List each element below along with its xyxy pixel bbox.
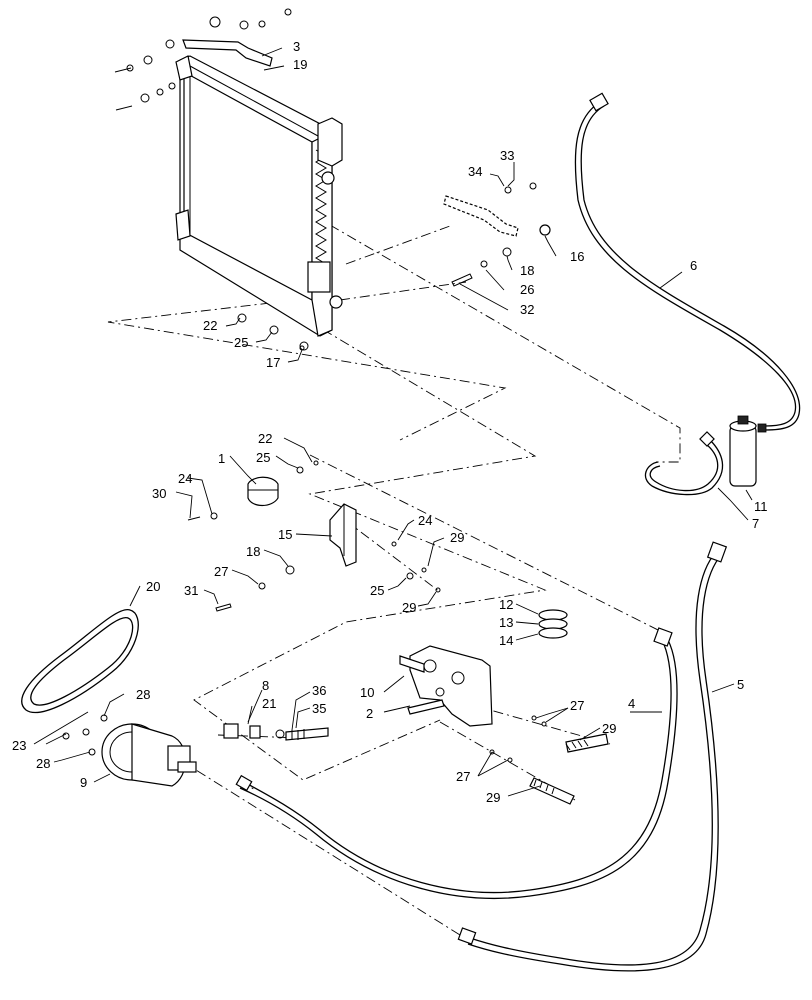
bolts[interactable] <box>223 723 609 805</box>
callout-6: 6 <box>690 258 697 273</box>
callout-1: 1 <box>218 451 225 466</box>
callout-22a: 22 <box>203 318 217 333</box>
callout-24a: 24 <box>178 471 192 486</box>
callout-7: 7 <box>752 516 759 531</box>
ac-compressor[interactable] <box>62 714 197 787</box>
callout-28b: 28 <box>36 756 50 771</box>
callout-10: 10 <box>360 685 374 700</box>
callout-35: 33 <box>500 148 514 163</box>
hose-6[interactable] <box>574 92 801 431</box>
hose-7[interactable] <box>644 431 724 496</box>
callout-21: 19 <box>293 57 307 72</box>
mounting-bracket-15[interactable] <box>215 503 441 612</box>
callout-27-lower: 27 <box>456 769 470 784</box>
callout-26a: 26 <box>520 282 534 297</box>
callout-32: 30 <box>152 486 166 501</box>
condenser-assembly[interactable] <box>175 55 343 337</box>
callout-15: 15 <box>278 527 292 542</box>
callout-18a: 18 <box>520 263 534 278</box>
callout-2: 2 <box>366 706 373 721</box>
alignment-lines <box>107 224 681 936</box>
drive-belt[interactable] <box>21 609 139 714</box>
callout-labels-extra: 29 27 29 <box>456 721 616 805</box>
callout-31: 29 <box>402 600 416 615</box>
hose-5[interactable] <box>457 541 728 972</box>
callout-16: 16 <box>570 249 584 264</box>
callout-18b: 18 <box>246 544 260 559</box>
callout-28a: 28 <box>136 687 150 702</box>
callout-13: 13 <box>499 615 513 630</box>
callout-17: 17 <box>266 355 280 370</box>
compressor-bracket[interactable] <box>399 645 547 763</box>
leader-lines <box>33 47 753 797</box>
callout-38: 36 <box>312 683 326 698</box>
callout-9: 9 <box>80 775 87 790</box>
callout-19: 20 <box>146 579 160 594</box>
clamp[interactable] <box>187 460 319 521</box>
receiver-dryer[interactable] <box>729 415 767 487</box>
callout-29-upper: 29 <box>602 721 616 736</box>
upper-right-bracket[interactable] <box>443 182 551 287</box>
callout-22b: 22 <box>258 431 272 446</box>
callout-27a: 27 <box>570 698 584 713</box>
callout-20: 21 <box>262 696 276 711</box>
callout-33: 31 <box>184 583 198 598</box>
callout-26b: 27 <box>214 564 228 579</box>
callout-25b: 25 <box>256 450 270 465</box>
condenser-bracket[interactable] <box>114 8 292 111</box>
callout-23: 23 <box>12 738 26 753</box>
callout-12: 12 <box>499 597 513 612</box>
callout-labels: 3 19 33 34 16 18 26 32 22 25 17 6 11 7 2… <box>12 39 768 790</box>
callout-11: 11 <box>754 499 768 514</box>
callout-14: 14 <box>499 633 513 648</box>
condenser-hardware <box>237 313 309 351</box>
callout-8: 8 <box>262 678 269 693</box>
callout-25a: 25 <box>234 335 248 350</box>
callout-24b: 24 <box>418 513 432 528</box>
callout-3: 3 <box>293 39 300 54</box>
callout-37: 35 <box>312 701 326 716</box>
callout-5: 5 <box>737 677 744 692</box>
callout-30: 29 <box>450 530 464 545</box>
callout-4: 4 <box>628 696 635 711</box>
callout-34: 32 <box>520 302 534 317</box>
spring-set[interactable] <box>538 609 568 639</box>
callout-29-lower: 29 <box>486 790 500 805</box>
callout-36: 34 <box>468 164 482 179</box>
hose-4[interactable] <box>235 627 678 899</box>
callout-25c: 25 <box>370 583 384 598</box>
